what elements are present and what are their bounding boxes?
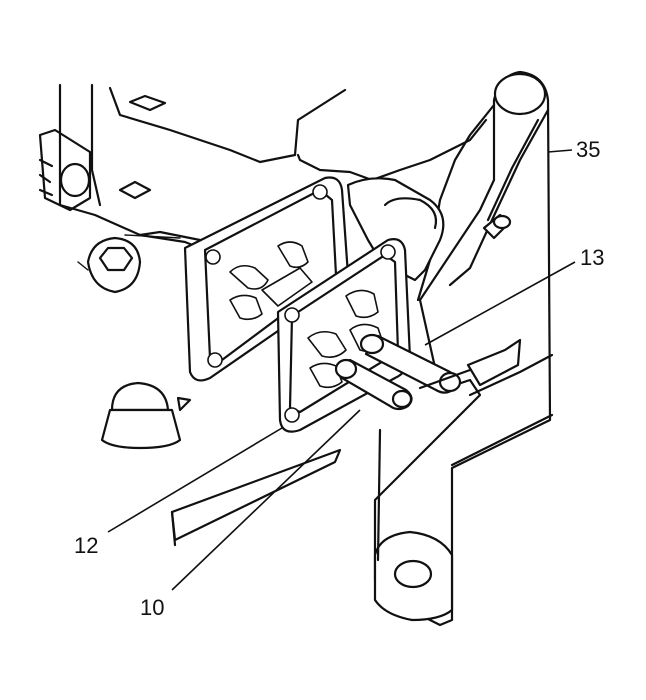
callout-10: 10: [140, 595, 164, 620]
support-arm: [373, 70, 554, 627]
callout-13: 13: [580, 245, 604, 270]
leader-10: [171, 409, 361, 591]
housing-opening: [346, 177, 445, 282]
gasket-plate: [183, 176, 350, 382]
bracket-hole-icon: [59, 162, 91, 198]
lower-channel: [170, 338, 522, 547]
callout-12: 12: [74, 533, 98, 558]
leader-lines: [107, 149, 576, 591]
bolt-icon: [77, 236, 142, 294]
housing-body: [38, 83, 488, 450]
mount-hole-icon: [393, 559, 433, 589]
leader-35: [547, 149, 573, 153]
dowel-pin-lower: [334, 358, 413, 411]
leader-13: [424, 261, 576, 346]
dome-cap-icon: [100, 381, 192, 450]
callout-35: 35: [576, 137, 600, 162]
leader-12: [107, 427, 283, 533]
